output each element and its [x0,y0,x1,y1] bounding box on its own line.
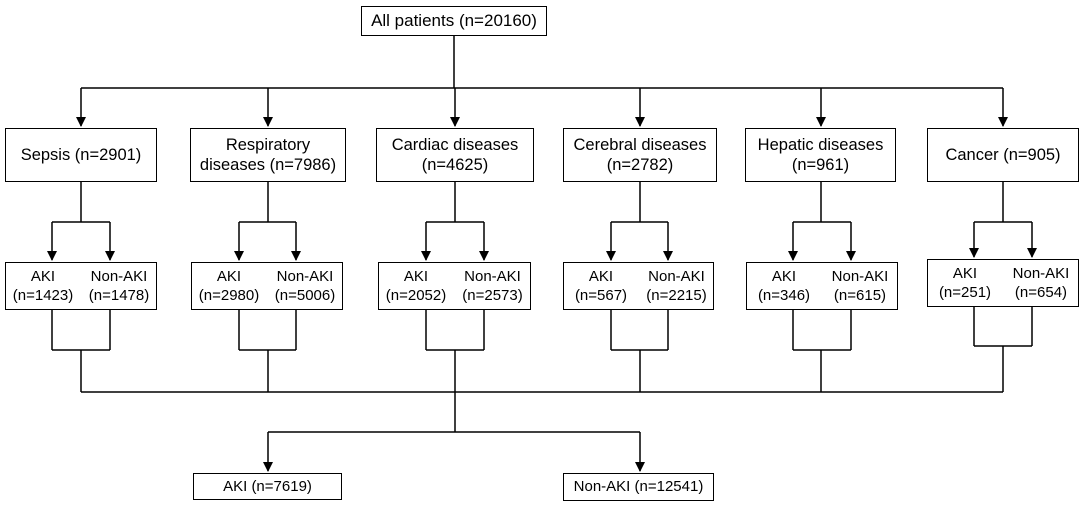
category-label-line1: Respiratory [225,136,311,154]
non-aki-label: Non-AKI [276,268,334,285]
total-aki-label: AKI (n=7619) [223,477,312,495]
aki-count: (n=251) [938,284,992,301]
non-aki-label: Non-AKI [831,268,889,285]
aki-count: (n=2052) [385,287,447,304]
category-box-respiratory: Respiratory diseases (n=7986) [190,128,346,182]
category-box-sepsis: Sepsis (n=2901) [5,128,157,182]
non-aki-cell: Non-AKI (n=654) [1003,259,1079,307]
aki-cell: AKI (n=1423) [5,262,81,310]
category-label-line1: Sepsis (n=2901) [20,146,142,164]
category-box-hepatic: Hepatic diseases (n=961) [745,128,896,182]
aki-label: AKI [771,268,797,285]
aki-cell: AKI (n=346) [746,262,822,310]
category-box-cerebral: Cerebral diseases (n=2782) [563,128,717,182]
category-box-cardiac: Cardiac diseases (n=4625) [376,128,534,182]
split-box-cardiac [378,262,531,310]
non-aki-count: (n=615) [833,287,887,304]
split-box-hepatic [746,262,898,310]
aki-label: AKI [952,265,978,282]
aki-label: AKI [30,268,56,285]
total-non-aki-box: Non-AKI (n=12541) [563,473,714,501]
split-box-respiratory [191,262,343,310]
category-label-line1: Cardiac diseases [391,136,519,154]
non-aki-label: Non-AKI [1012,265,1070,282]
aki-cell: AKI (n=2052) [378,262,454,310]
non-aki-cell: Non-AKI (n=2215) [639,262,714,310]
aki-label: AKI [403,268,429,285]
non-aki-cell: Non-AKI (n=5006) [267,262,343,310]
category-label-line1: Cerebral diseases [573,136,707,154]
aki-label: AKI [216,268,242,285]
aki-count: (n=1423) [12,287,74,304]
category-label-line2: (n=4625) [421,156,489,174]
aki-count: (n=346) [757,287,811,304]
category-box-cancer: Cancer (n=905) [927,128,1079,182]
non-aki-label: Non-AKI [648,268,705,285]
category-label-line1: Cancer (n=905) [945,146,1061,164]
non-aki-label: Non-AKI [464,268,521,285]
category-label-line2: (n=2782) [606,156,674,174]
non-aki-count: (n=2573) [462,287,523,304]
non-aki-cell: Non-AKI (n=2573) [454,262,531,310]
aki-cell: AKI (n=567) [563,262,639,310]
aki-count: (n=567) [574,287,628,304]
all-patients-box: All patients (n=20160) [361,6,547,36]
non-aki-count: (n=654) [1014,284,1068,301]
non-aki-count: (n=5006) [274,287,336,304]
category-label-line1: Hepatic diseases [757,136,884,154]
category-label-line2: diseases (n=7986) [199,156,337,174]
total-aki-box: AKI (n=7619) [193,473,342,500]
non-aki-label: Non-AKI [90,268,148,285]
aki-label: AKI [588,268,614,285]
aki-count: (n=2980) [198,287,260,304]
non-aki-count: (n=2215) [646,287,707,304]
category-label-line2: (n=961) [791,156,850,174]
split-box-sepsis [5,262,157,310]
non-aki-cell: Non-AKI (n=615) [822,262,898,310]
aki-cell: AKI (n=251) [927,259,1003,307]
all-patients-label: All patients (n=20160) [371,11,537,30]
non-aki-cell: Non-AKI (n=1478) [81,262,157,310]
aki-cell: AKI (n=2980) [191,262,267,310]
split-box-cancer [927,259,1079,307]
non-aki-count: (n=1478) [88,287,150,304]
total-non-aki-label: Non-AKI (n=12541) [573,478,704,495]
split-box-cerebral [563,262,714,310]
